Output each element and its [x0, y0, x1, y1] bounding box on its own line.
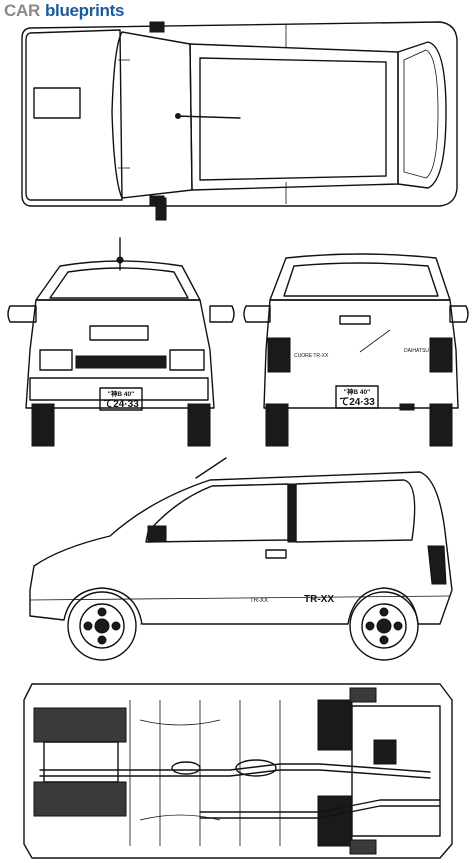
side-decal-stripe: TR-XX [250, 598, 268, 604]
top-view [21, 21, 458, 221]
side-decal-model: TR-XX [304, 594, 334, 605]
underside-view [23, 683, 453, 859]
logo-word-car: CAR [4, 1, 40, 20]
front-view: "神B 40" て24·33 [7, 237, 235, 447]
rear-view: CUORE TR-XX DAIHATSU "神B 40" て24·33 [243, 253, 469, 447]
side-view: TR-XX TR-XX [29, 457, 453, 661]
front-plate-line1: "神B 40" [108, 389, 134, 398]
rear-badge-left: CUORE TR-XX [294, 353, 329, 359]
rear-badge-right: DAIHATSU [404, 348, 429, 354]
rear-plate-line1: "神B 40" [344, 387, 370, 396]
logo-word-blueprints: blueprints [44, 1, 125, 20]
front-plate-line2: て24·33 [103, 398, 139, 410]
rear-plate-line2: て24·33 [339, 396, 375, 408]
